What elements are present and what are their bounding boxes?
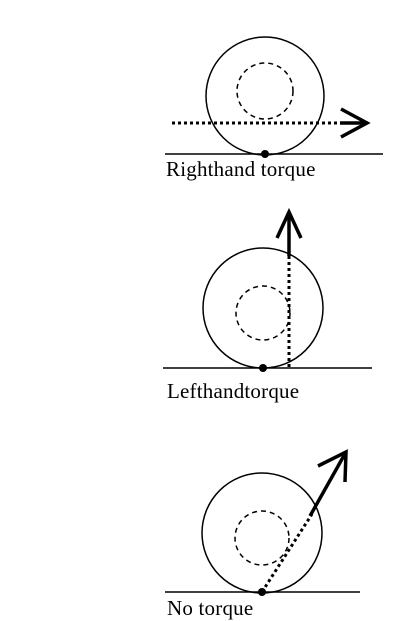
outer-wheel	[202, 247, 324, 369]
force-line-dotted	[260, 513, 314, 593]
label-righthand-torque: Righthand torque	[166, 157, 316, 181]
inner-axle-dashed	[235, 285, 291, 341]
inner-axle-dashed	[236, 62, 294, 120]
inner-axle-dashed	[234, 510, 290, 566]
figure-lefthand-torque	[163, 207, 372, 372]
outer-wheel	[205, 36, 325, 156]
arrow-up-icon	[275, 207, 303, 256]
figure-no-torque	[165, 449, 360, 596]
arrow-diagonal-icon	[308, 449, 348, 517]
figure-righthand-torque	[165, 36, 383, 158]
contact-point	[259, 364, 267, 372]
arrow-right-icon	[340, 107, 371, 139]
label-no-torque: No torque	[167, 596, 254, 620]
outer-wheel	[201, 472, 323, 594]
contact-point	[261, 150, 269, 158]
label-lefthand-torque: Lefthandtorque	[167, 379, 300, 403]
